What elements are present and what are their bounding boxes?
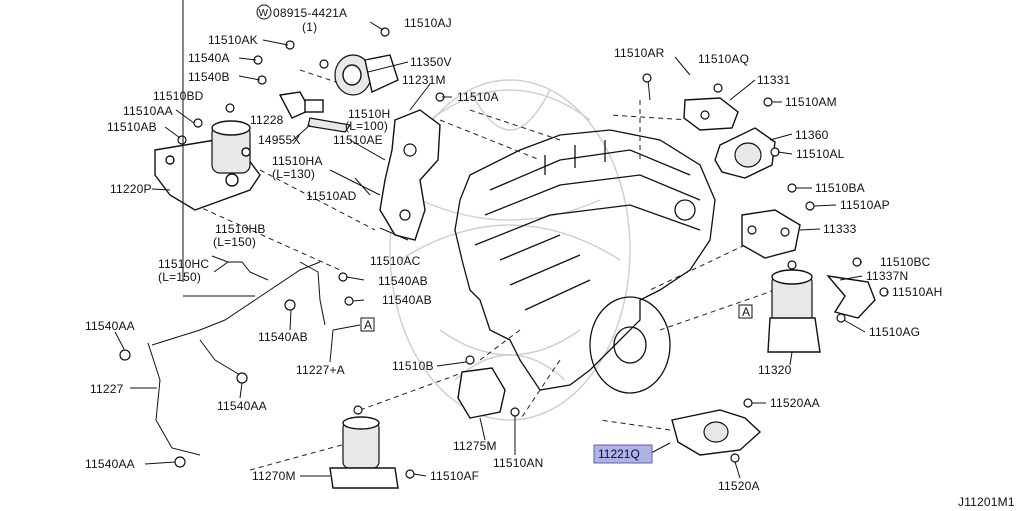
label-11510ak[interactable]: 11510AK — [208, 33, 258, 47]
label-11540aa-lower[interactable]: 11540AA — [85, 457, 135, 471]
leader-dashes — [194, 69, 776, 471]
label-11220p[interactable]: 11220P — [110, 182, 152, 196]
ref-marker-a-right: A — [738, 304, 753, 319]
label-11510h-length: (L=100) — [345, 119, 388, 133]
label-11510an[interactable]: 11510AN — [493, 456, 544, 470]
label-11540aa-upper[interactable]: 11540AA — [85, 319, 135, 333]
long-bolts — [329, 139, 409, 241]
label-11320[interactable]: 11320 — [758, 363, 792, 377]
label-08915-4421a[interactable]: 08915-4421A — [273, 6, 347, 20]
label-11510hc-length: (L=150) — [158, 270, 201, 284]
ref-a-right-text: A — [742, 305, 750, 319]
ref-marker-a-left: A — [360, 317, 375, 332]
label-11227[interactable]: 11227 — [90, 382, 124, 396]
label-11510am[interactable]: 11510AM — [785, 95, 837, 109]
leader-lines — [114, 0, 888, 479]
label-11227a[interactable]: 11227+A — [296, 363, 345, 377]
bracket-11333[interactable] — [741, 209, 801, 259]
label-11510a[interactable]: 11510A — [457, 90, 499, 104]
label-11221q-highlighted[interactable]: 11221Q — [598, 447, 640, 461]
label-11540ab-lower[interactable]: 11540AB — [258, 330, 308, 344]
label-11540aa-middle[interactable]: 11540AA — [217, 399, 267, 413]
highlight-box-11221q — [593, 444, 653, 464]
label-11510aa-top[interactable]: 11510AA — [123, 104, 173, 118]
label-11520a[interactable]: 11520A — [718, 479, 760, 493]
label-11275m[interactable]: 11275M — [453, 439, 497, 453]
engine-block — [454, 129, 716, 394]
ref-a-left-text: A — [364, 318, 372, 332]
label-11510ah[interactable]: 11510AH — [892, 285, 943, 299]
label-11360[interactable]: 11360 — [795, 128, 829, 142]
label-11270m[interactable]: 11270M — [252, 469, 296, 483]
mount-11320[interactable] — [767, 260, 821, 353]
sensor-14955x[interactable] — [278, 91, 352, 133]
label-11510af[interactable]: 11510AF — [430, 469, 479, 483]
label-11510aq[interactable]: 11510AQ — [698, 52, 749, 66]
part-labels: 08915-4421A (1) 11510AJ 11510AK 11350V 1… — [85, 6, 1015, 509]
label-11510ha[interactable]: 11510HA — [272, 154, 323, 168]
label-11510ab[interactable]: 11510AB — [107, 120, 157, 134]
pipe-11227[interactable] — [119, 255, 354, 468]
mount-11220p[interactable] — [154, 120, 261, 211]
label-11510aj[interactable]: 11510AJ — [404, 16, 452, 30]
label-11510ap[interactable]: 11510AP — [840, 198, 890, 212]
bracket-11331[interactable] — [683, 97, 739, 131]
label-11510hb[interactable]: 11510HB — [215, 222, 266, 236]
label-11510b[interactable]: 11510B — [392, 359, 434, 373]
mount-11360[interactable] — [714, 127, 780, 179]
label-11510ha-length: (L=130) — [272, 167, 315, 181]
label-11333[interactable]: 11333 — [823, 222, 857, 236]
bolts-top-right — [642, 73, 815, 211]
label-11510h[interactable]: 11510H — [348, 107, 390, 121]
mount-11350v[interactable] — [334, 54, 399, 96]
mount-11270m[interactable] — [329, 405, 415, 489]
label-11510ad[interactable]: 11510AD — [306, 189, 357, 203]
label-11510bd[interactable]: 11510BD — [153, 89, 204, 103]
diagram-code: J11201M1 — [958, 495, 1015, 509]
label-11228[interactable]: 11228 — [250, 113, 284, 127]
w-symbol: W — [259, 8, 269, 19]
label-11510ar[interactable]: 11510AR — [614, 46, 665, 60]
label-11510ae[interactable]: 11510AE — [333, 133, 383, 147]
label-11510ba[interactable]: 11510BA — [815, 181, 865, 195]
label-11510al[interactable]: 11510AL — [796, 147, 845, 161]
label-11331[interactable]: 11331 — [757, 73, 791, 87]
label-14955x[interactable]: 14955X — [258, 133, 301, 147]
label-11350v[interactable]: 11350V — [410, 55, 452, 69]
mount-11221q[interactable] — [671, 398, 762, 463]
label-11510hc[interactable]: 11510HC — [158, 257, 209, 271]
label-qty-1: (1) — [302, 20, 317, 34]
label-11520aa[interactable]: 11520AA — [770, 396, 820, 410]
w-circle-icon: W — [256, 4, 272, 20]
label-11510ag[interactable]: 11510AG — [869, 325, 920, 339]
bracket-11231m[interactable] — [379, 92, 445, 241]
bracket-11337n[interactable] — [826, 257, 889, 323]
label-11337n[interactable]: 11337N — [866, 269, 908, 283]
label-11510ac[interactable]: 11510AC — [370, 254, 421, 268]
label-11231m[interactable]: 11231M — [402, 73, 446, 87]
label-11540ab-upper[interactable]: 11540AB — [378, 274, 428, 288]
label-11540b[interactable]: 11540B — [188, 70, 230, 84]
label-11540ab-middle[interactable]: 11540AB — [382, 293, 432, 307]
label-11510hb-length: (L=150) — [213, 235, 256, 249]
bracket-11275m[interactable] — [457, 355, 520, 419]
label-11510bc[interactable]: 11510BC — [880, 255, 931, 269]
label-11540a[interactable]: 11540A — [188, 51, 230, 65]
